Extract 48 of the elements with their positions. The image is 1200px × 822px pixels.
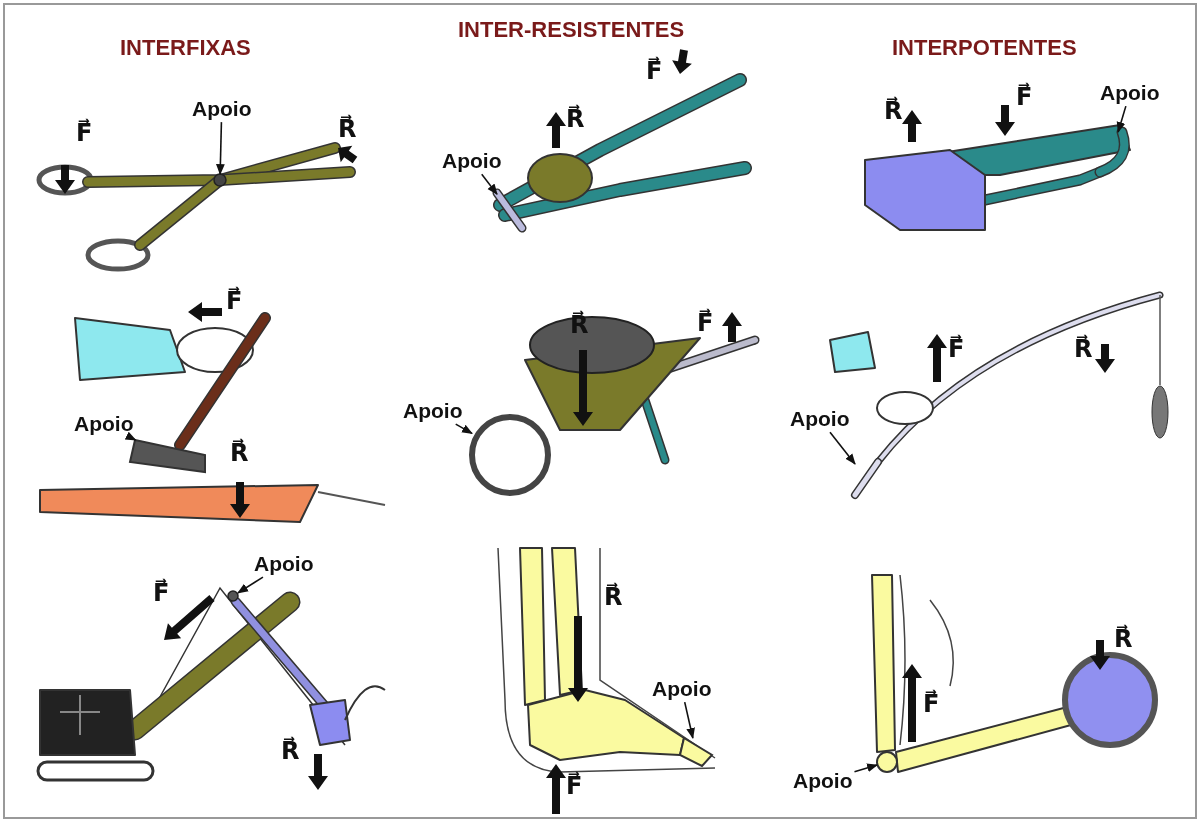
fulcrum-label: Apoio [440, 148, 504, 175]
leader-line [829, 431, 856, 465]
force-label: R⃗ [566, 106, 585, 134]
force-label: R⃗ [570, 312, 589, 340]
force-label: R⃗ [1114, 626, 1133, 654]
fulcrum-label: Apoio [252, 551, 316, 578]
force-label: F⃗ [76, 120, 93, 148]
force-label: F⃗ [646, 58, 663, 86]
fulcrum-label: Apoio [190, 96, 254, 123]
force-label: F⃗ [948, 336, 965, 364]
force-label: F⃗ [226, 288, 243, 316]
force-label: R⃗ [281, 738, 300, 766]
hammer-head [128, 438, 206, 474]
leader-line [683, 701, 695, 740]
fulcrum-label: Apoio [1098, 80, 1162, 107]
pivot-rivet [213, 173, 227, 187]
fulcrum-label: Apoio [791, 768, 855, 795]
toe-bones [678, 736, 714, 768]
force-label: R⃗ [338, 116, 357, 144]
fulcrum-label: Apoio [72, 411, 136, 438]
force-label: F⃗ [566, 773, 583, 801]
force-label: F⃗ [697, 310, 714, 338]
wheel [469, 414, 551, 496]
fulcrum-label: Apoio [650, 676, 714, 703]
clamp-hinge [1094, 126, 1130, 178]
leader-line [480, 173, 498, 195]
leader-line [853, 763, 879, 773]
force-label: R⃗ [230, 440, 249, 468]
leader-line [124, 431, 137, 441]
fulcrum-label: Apoio [788, 406, 852, 433]
leader-line [237, 576, 264, 594]
leader-line [454, 423, 473, 435]
column-heading: INTERFIXAS [120, 35, 251, 61]
leader-line [216, 121, 225, 176]
force-label: F⃗ [153, 580, 170, 608]
force-label: F⃗ [923, 691, 940, 719]
force-label: R⃗ [604, 584, 623, 612]
rod-butt [851, 458, 882, 499]
elbow-joint [876, 751, 898, 773]
leader-line [1116, 105, 1127, 134]
fulcrum-label: Apoio [401, 398, 465, 425]
column-heading: INTERPOTENTES [892, 35, 1077, 61]
column-heading: INTER-RESISTENTES [458, 17, 685, 43]
plier-jaw [492, 188, 527, 233]
force-label: R⃗ [1074, 336, 1093, 364]
force-label: R⃗ [884, 98, 903, 126]
pivot-joint [227, 590, 239, 602]
force-label: F⃗ [1016, 84, 1033, 112]
